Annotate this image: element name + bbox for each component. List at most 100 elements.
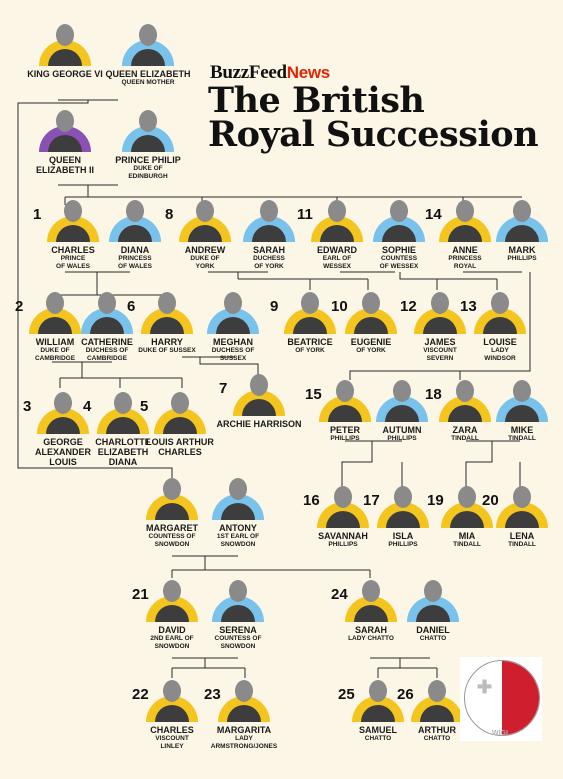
portrait-head <box>229 478 247 500</box>
portrait-head <box>390 200 408 222</box>
person-title: COUNTESS OF <box>214 635 262 642</box>
portrait-body <box>416 605 450 622</box>
person-name: MEGHAN <box>213 337 253 347</box>
person-name: PETER <box>329 425 360 435</box>
person-title: WINDSOR <box>484 355 516 362</box>
portrait-harry: 6 <box>127 290 193 334</box>
portrait-head <box>139 110 157 132</box>
portrait-margaret <box>146 476 198 520</box>
person-name: MARK <box>508 245 536 255</box>
person-title: ARMSTRONG/JONES <box>210 743 278 750</box>
portrait-head <box>235 680 253 702</box>
person-title: TINDALL <box>451 435 479 442</box>
portrait-sarah-chatto: 24 <box>331 578 397 622</box>
person-name: ELIZABETH II <box>36 165 94 175</box>
portrait-body <box>505 225 539 242</box>
succession-rank: 20 <box>482 492 499 509</box>
person-name: ISLA <box>392 531 414 541</box>
brand-suffix: News <box>286 63 331 82</box>
portrait-william: 2 <box>15 290 81 334</box>
portrait-charles: 1 <box>33 198 99 242</box>
portrait-head <box>428 680 446 702</box>
portrait-head <box>64 200 82 222</box>
person-title: COUNTESS <box>380 255 418 262</box>
portrait-body <box>106 417 140 434</box>
portrait-body <box>48 135 82 152</box>
portrait-body <box>155 705 189 722</box>
person-title: DUKE OF <box>190 255 220 262</box>
portrait-body <box>131 49 165 66</box>
succession-rank: 5 <box>140 398 149 415</box>
person-name: SARAH <box>354 625 387 635</box>
succession-rank: 10 <box>331 298 348 315</box>
person-name: HARRY <box>151 337 183 347</box>
portrait-body <box>385 405 419 422</box>
succession-rank: 12 <box>400 298 417 315</box>
person-name: MIA <box>458 531 476 541</box>
portrait-head <box>139 24 157 46</box>
portrait-antony <box>212 476 264 520</box>
person-name: LOUISE <box>483 337 517 347</box>
person-name: LOUIS <box>49 457 77 467</box>
person-name: AUTUMN <box>382 425 422 435</box>
person-title: CHATTO <box>364 735 392 742</box>
succession-rank: 25 <box>338 686 355 703</box>
person-name: ZARA <box>452 425 478 435</box>
person-title: PHILLIPS <box>328 541 358 548</box>
succession-rank: 3 <box>23 398 32 415</box>
person-name: BEATRICE <box>287 337 333 347</box>
portrait-body <box>90 317 124 334</box>
portrait-head <box>431 292 449 314</box>
person-title: OF WESSEX <box>379 263 419 270</box>
person-title: TINDALL <box>508 541 536 548</box>
person-title: SEVERN <box>426 355 454 362</box>
person-title: LINLEY <box>160 743 184 750</box>
person-name: CHARLES <box>150 725 194 735</box>
succession-rank: 6 <box>127 298 136 315</box>
portrait-head <box>158 292 176 314</box>
portrait-queen-elizabeth-queen-mother <box>122 22 174 66</box>
portrait-head <box>171 392 189 414</box>
succession-rank: 4 <box>83 398 92 415</box>
portrait-body <box>328 405 362 422</box>
person-title: DUKE OF <box>40 347 70 354</box>
person-title: PHILLIPS <box>387 435 417 442</box>
portrait-george: 3 <box>23 390 89 434</box>
person-name: MIKE <box>510 425 534 435</box>
portrait-body <box>221 605 255 622</box>
person-name: JAMES <box>424 337 456 347</box>
person-name: WILLIAM <box>35 337 75 347</box>
george-cross-icon: ✚ <box>477 677 493 697</box>
person-title: WESSEX <box>323 263 351 270</box>
person-title: OF WALES <box>118 263 152 270</box>
person-title: PHILLIPS <box>330 435 360 442</box>
person-title: DUKE OF <box>133 165 163 172</box>
succession-rank: 23 <box>204 686 221 703</box>
person-name: DIANA <box>108 457 138 467</box>
portrait-head <box>301 292 319 314</box>
portrait-peter: 15 <box>305 378 371 422</box>
portrait-louise: 13 <box>460 290 526 334</box>
portrait-savannah: 16 <box>303 484 369 528</box>
succession-rank: 17 <box>363 492 380 509</box>
person-title: CHATTO <box>423 735 451 742</box>
person-name: CATHERINE <box>81 337 133 347</box>
portrait-head <box>250 374 268 396</box>
person-title: PRINCE <box>60 255 86 262</box>
person-name: PRINCE PHILIP <box>115 155 181 165</box>
